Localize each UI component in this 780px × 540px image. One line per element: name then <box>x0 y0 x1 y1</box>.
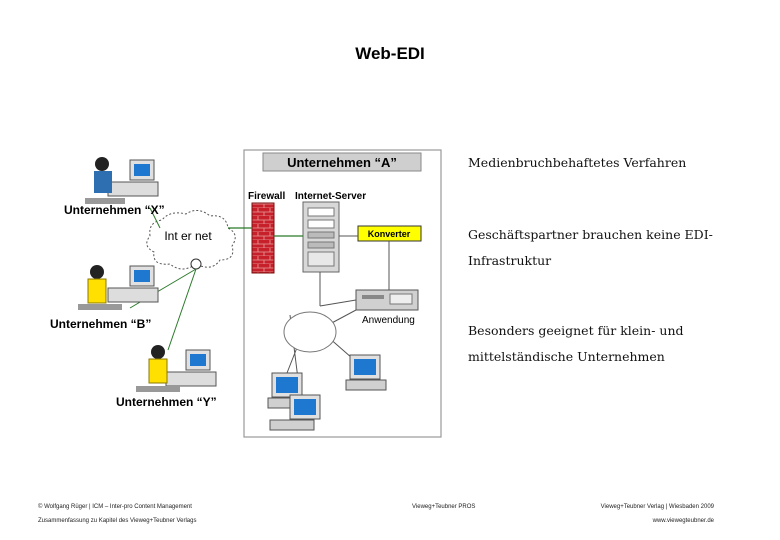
application-server-icon <box>355 289 419 311</box>
person-workstation-icon <box>85 157 159 204</box>
modem-icon <box>190 258 202 270</box>
server-icon <box>302 201 340 273</box>
bullet-media-break: Medienbruchbehaftetes Verfahren <box>468 155 687 170</box>
bullet-sme-line2: mittelständische Unternehmen <box>468 349 665 364</box>
footer-right-line1: Vieweg+Teubner Verlag | Wiesbaden 2009 <box>600 504 714 510</box>
footer-right-line2: www.viewegteubner.de <box>652 518 714 524</box>
bullet-no-edi-line2: Infrastruktur <box>468 253 552 268</box>
person-workstation-icon <box>78 265 159 310</box>
converter-label: Konverter <box>368 229 411 239</box>
footer-left-line2: Zusammenfassung zu Kapitel des Vieweg+Te… <box>38 518 197 524</box>
lan-ellipse <box>283 311 337 353</box>
company-y-label: Unternehmen “Y” <box>116 395 217 409</box>
lan-computer-icon <box>345 354 387 391</box>
company-x-label: Unternehmen “X” <box>64 203 165 217</box>
footer-center: Vieweg+Teubner PROS <box>412 504 476 510</box>
company-a-header <box>262 152 422 172</box>
company-a-label: Unternehmen “A” <box>287 155 397 170</box>
application-label: Anwendung <box>362 315 415 326</box>
bullet-no-edi-line1: Geschäftspartner brauchen keine EDI- <box>468 227 713 242</box>
internet-server-label: Internet-Server <box>295 191 366 202</box>
internet-cloud <box>146 210 236 270</box>
page-title: Web-EDI <box>355 44 425 63</box>
firewall-wall <box>251 202 275 274</box>
footer-left-line1: © Wolfgang Rüger | ICM – Inter-pro Conte… <box>38 504 192 510</box>
person-workstation-icon <box>136 345 217 392</box>
internal-links <box>319 235 390 307</box>
firewall-label: Firewall <box>248 191 285 202</box>
footer-left: © Wolfgang Rüger | ICM – Inter-pro Conte… <box>38 500 196 528</box>
bullet-sme-line1: Besonders geeignet für klein- und <box>468 323 684 338</box>
lan-computer-icon <box>269 394 321 431</box>
footer-right: Vieweg+Teubner Verlag | Wiesbaden 2009 w… <box>590 500 714 528</box>
company-b-label: Unternehmen “B” <box>50 317 151 331</box>
internet-label: Int er net <box>164 229 212 243</box>
